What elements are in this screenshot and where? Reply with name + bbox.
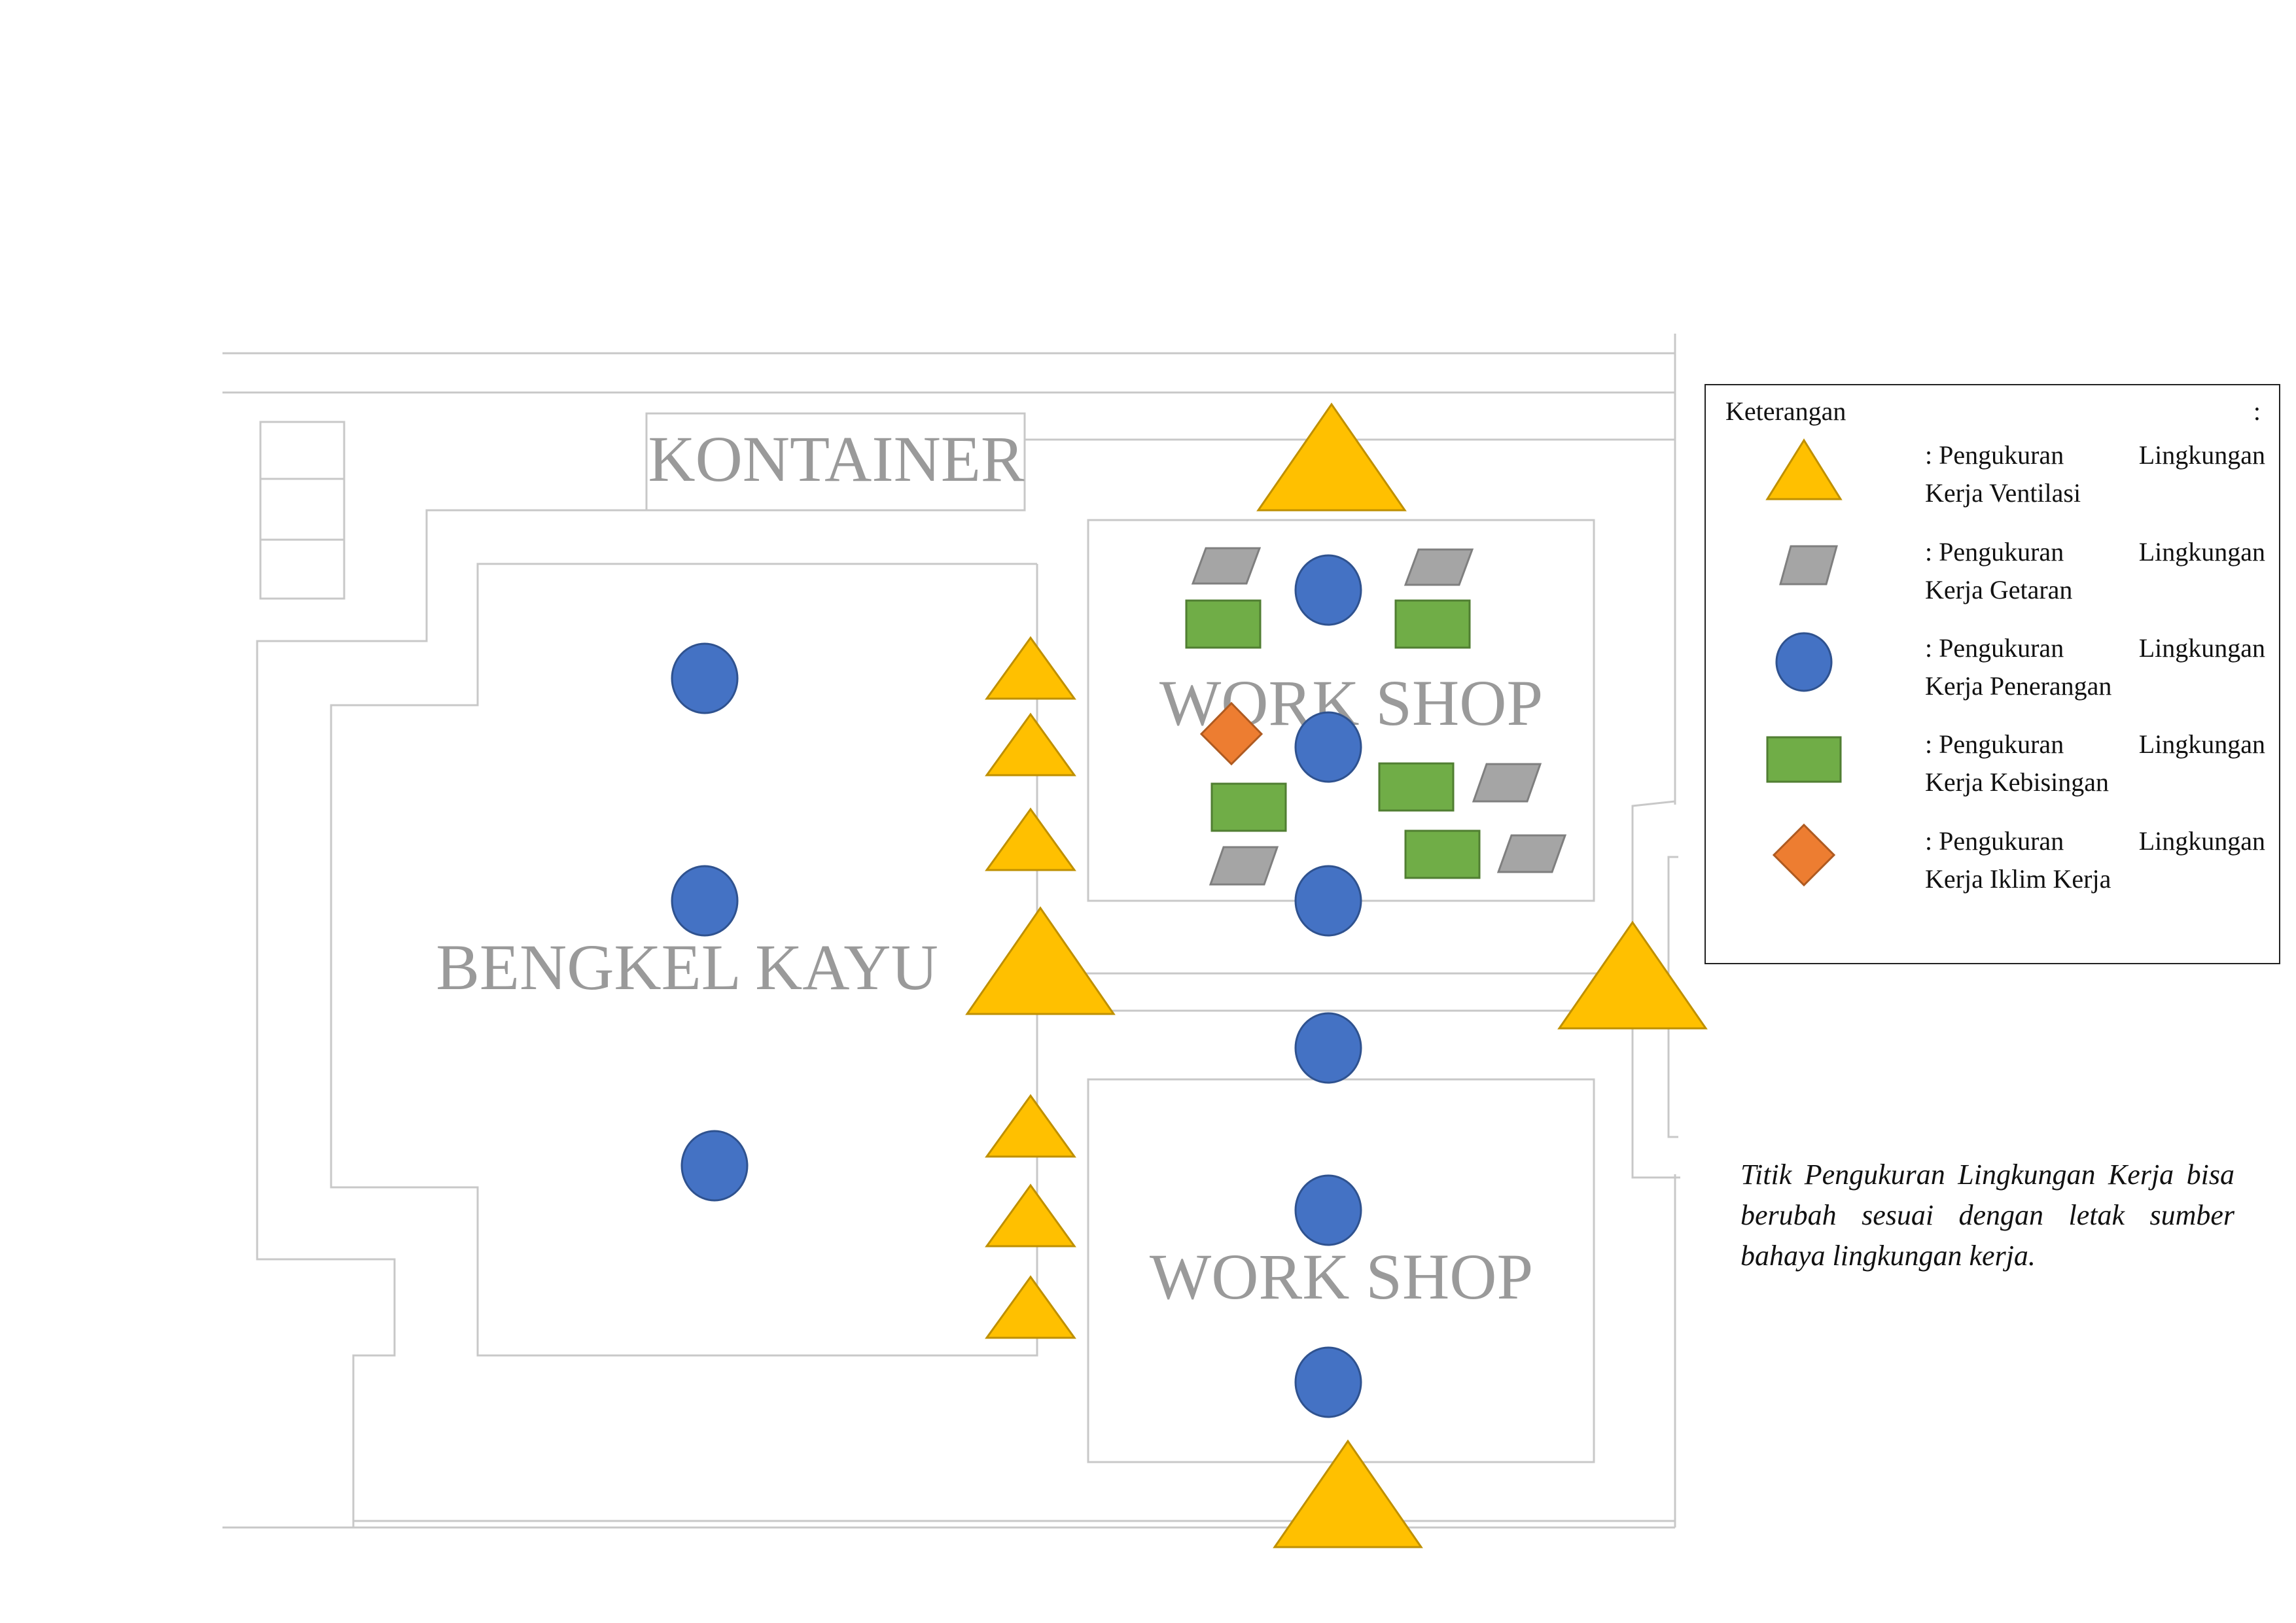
legend-prefix: : Pengukuran — [1925, 440, 2064, 470]
legend-prefix: : Pengukuran — [1925, 633, 2064, 663]
penerangan-markers — [671, 554, 1362, 1418]
getaran-markers — [1191, 547, 1567, 886]
ventilasi-marker — [965, 906, 1116, 1015]
getaran-marker — [1404, 548, 1474, 586]
getaran-marker — [1472, 763, 1542, 803]
kebisingan-marker — [1210, 782, 1287, 832]
legend-prefix: : Pengukuran — [1925, 826, 2064, 856]
legend-line2: Kerja Kebisingan — [1925, 767, 2110, 797]
penerangan-marker — [1294, 1012, 1362, 1084]
legend-line2: Kerja Iklim Kerja — [1925, 864, 2111, 894]
legend-item-getaran: : Pengukuran Lingkungan Kerja Getaran — [1706, 528, 2282, 620]
rectangle-icon — [1766, 736, 1842, 783]
penerangan-marker — [680, 1130, 749, 1202]
penerangan-marker — [671, 865, 739, 937]
iklim-marker — [1199, 701, 1263, 766]
diamond-icon — [1772, 823, 1836, 887]
kebisingan-marker — [1378, 762, 1455, 812]
penerangan-marker — [1294, 1346, 1362, 1418]
getaran-marker — [1191, 547, 1262, 585]
ventilasi-marker — [985, 636, 1076, 700]
penerangan-marker — [1294, 554, 1362, 626]
penerangan-marker — [1294, 865, 1362, 937]
ventilasi-marker — [1557, 920, 1708, 1030]
kebisingan-marker — [1394, 599, 1471, 649]
legend-word: Lingkungan — [2138, 633, 2265, 663]
parallelogram-icon — [1779, 545, 1838, 585]
legend-item-iklim: : Pengukuran Lingkungan Kerja Iklim Kerja — [1706, 817, 2282, 909]
circle-icon — [1775, 632, 1833, 692]
legend-word: Lingkungan — [2138, 826, 2265, 856]
legend-word: Lingkungan — [2138, 440, 2265, 470]
bengkel-kayu-label: BENGKEL KAYU — [436, 931, 938, 1003]
kebisingan-marker — [1185, 599, 1262, 649]
getaran-marker — [1496, 834, 1567, 873]
ventilasi-marker — [985, 1183, 1076, 1248]
legend-prefix: : Pengukuran — [1925, 729, 2064, 759]
getaran-marker — [1209, 846, 1279, 886]
triangle-icon — [1765, 438, 1843, 500]
kebisingan-marker — [1404, 829, 1481, 879]
kontainer-label: KONTAINER — [648, 423, 1025, 495]
legend-colon: : — [2253, 396, 2261, 426]
legend-word: Lingkungan — [2138, 537, 2265, 567]
legend-word: Lingkungan — [2138, 729, 2265, 759]
ventilasi-markers — [965, 402, 1708, 1548]
penerangan-marker — [671, 642, 739, 714]
legend-line2: Kerja Getaran — [1925, 575, 2073, 604]
measurement-note: Titik Pengukuran Lingkungan Kerja bisa b… — [1740, 1159, 2234, 1272]
ventilasi-marker — [985, 1275, 1076, 1339]
legend-item-penerangan: : Pengukuran Lingkungan Kerja Penerangan — [1706, 624, 2282, 716]
workshop-bottom-label: WORK SHOP — [1150, 1240, 1533, 1313]
legend-item-ventilasi: : Pengukuran Lingkungan Kerja Ventilasi — [1706, 431, 2282, 523]
ventilasi-marker — [985, 1094, 1076, 1158]
legend-prefix: : Pengukuran — [1925, 537, 2064, 567]
ventilasi-marker — [985, 712, 1076, 777]
ventilasi-marker — [1256, 402, 1407, 512]
penerangan-marker — [1294, 1174, 1362, 1246]
legend-line2: Kerja Ventilasi — [1925, 478, 2081, 508]
kebisingan-markers — [1185, 599, 1481, 879]
legend-title: Keterangan — [1725, 396, 1846, 426]
iklim-markers — [1199, 701, 1263, 766]
ventilasi-marker — [985, 807, 1076, 871]
legend-line2: Kerja Penerangan — [1925, 671, 2112, 701]
legend-item-kebisingan: : Pengukuran Lingkungan Kerja Kebisingan — [1706, 720, 2282, 812]
penerangan-marker — [1294, 711, 1362, 783]
ventilasi-marker — [1273, 1439, 1423, 1548]
